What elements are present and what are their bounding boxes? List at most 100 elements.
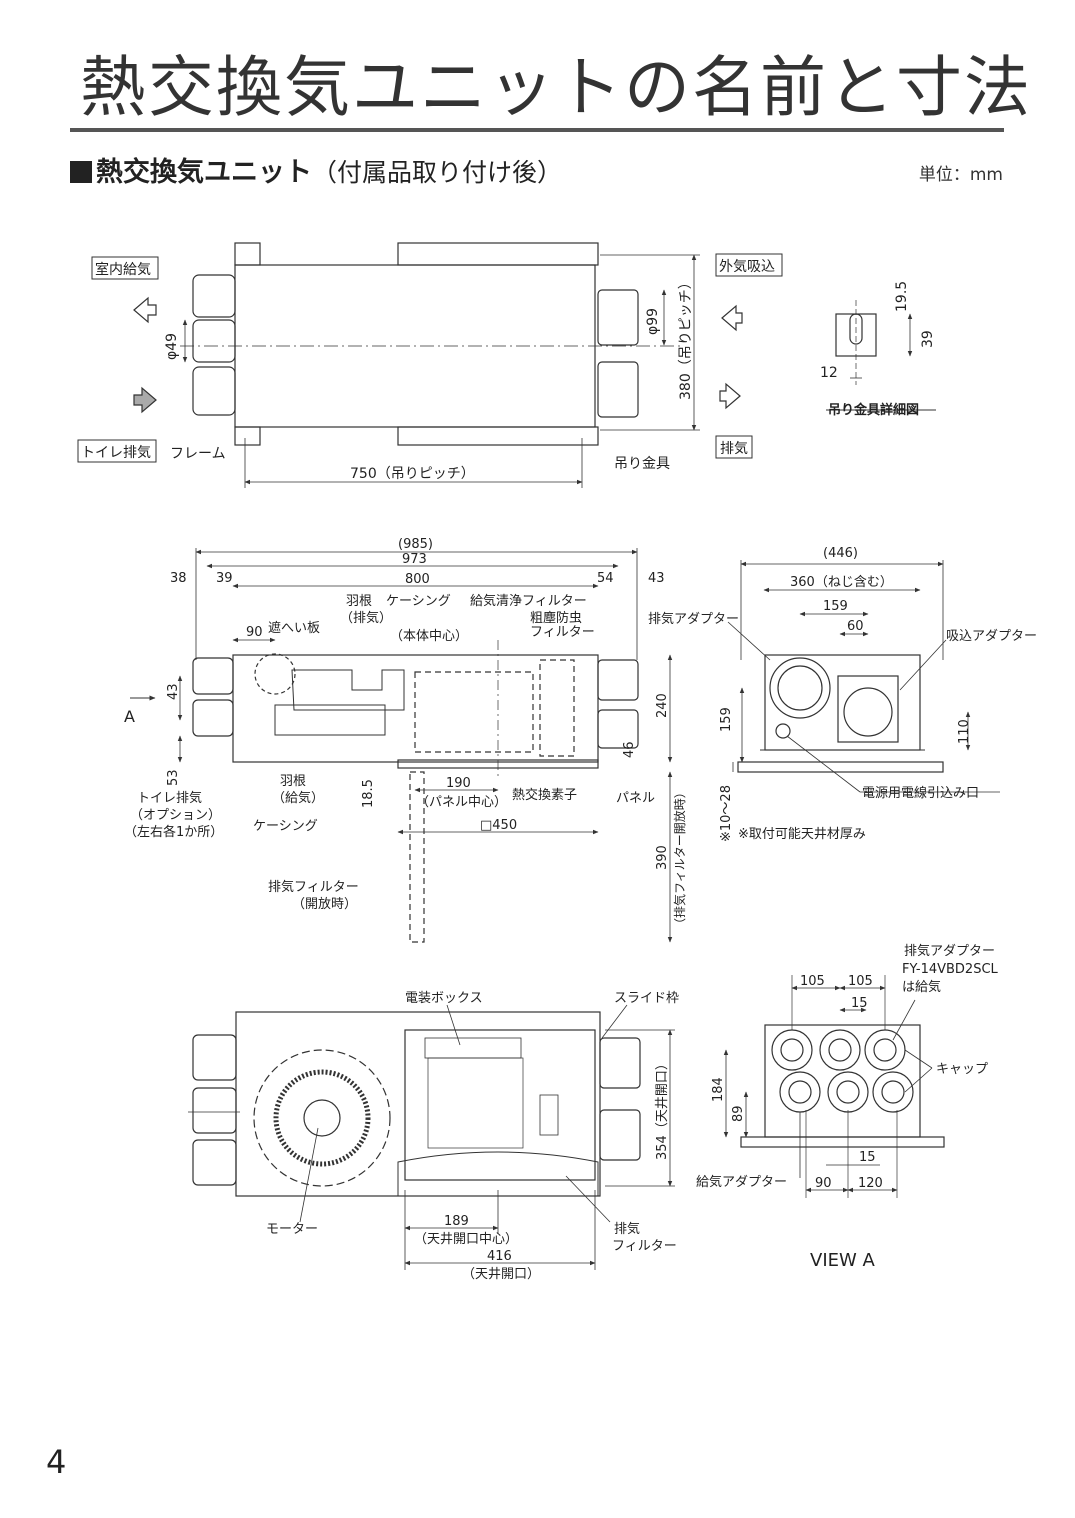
dim-90: 90	[815, 1176, 832, 1191]
electrical-box	[424, 1037, 522, 1059]
end-ceiling-plate	[737, 761, 944, 773]
dim-43: 43	[166, 683, 181, 700]
label-body-center: （本体中心）	[390, 629, 468, 644]
bottom-duct-2	[192, 1087, 237, 1134]
arrow-left-indoor-icon	[133, 296, 157, 324]
end-exhaust-adapter	[769, 657, 831, 719]
filter-outline	[539, 659, 575, 757]
dim-189: 189	[444, 1214, 469, 1229]
arrow-left-outdoor-icon	[721, 304, 743, 332]
side-duct-2	[192, 699, 234, 737]
dim-450: □450	[480, 818, 517, 833]
dim-105-b: 105	[848, 974, 873, 989]
dim-354: 354（天井開口）	[655, 1057, 670, 1160]
label-fan-exhaust-sub: （排気）	[340, 610, 392, 626]
label-exhaust-filter-1: 排気フィルター	[268, 879, 359, 895]
slide-frame	[404, 1029, 596, 1181]
view-a-ceiling-plate	[740, 1136, 945, 1148]
top-bracket-lower	[397, 426, 599, 446]
arrow-right-exhaust-icon	[719, 382, 741, 410]
dim-89: 89	[731, 1105, 746, 1122]
top-duct-right-1	[597, 289, 639, 346]
detail-caption: 吊り金具詳細図	[828, 402, 919, 418]
tag-exhaust: 排気	[720, 441, 748, 457]
dim-phi99: φ99	[645, 308, 661, 335]
tag-outdoor-intake: 外気吸込	[719, 259, 775, 275]
view-a-labels: 排気アダプター FY-14VBD2SCL は給気 105 105 15 キャップ…	[696, 943, 999, 1271]
label-slide-frame: スライド枠	[614, 991, 679, 1006]
bottom-view	[188, 1004, 675, 1270]
label-exhaust-adapter: 排気アダプター	[648, 611, 739, 627]
side-view-labels: (985) 973 800 38 39 54 43 90 43 53 240 4…	[124, 537, 687, 930]
fan-housing	[253, 1049, 391, 1187]
dim-ceiling: ※10～28	[719, 785, 734, 842]
top-duct-left-1	[192, 274, 236, 318]
power-inlet-icon	[775, 723, 791, 739]
bottom-filter-handle	[539, 1094, 559, 1136]
label-exhaust-filter-1: 排気	[614, 1221, 640, 1237]
adapter-note-2: FY-14VBD2SCL	[902, 962, 999, 977]
top-duct-left-3	[192, 366, 236, 416]
end-intake-box	[837, 675, 899, 743]
unit-label: 単位：mm	[918, 165, 1003, 185]
view-a-port-1-inner	[780, 1038, 804, 1062]
tag-exhaust-box	[715, 435, 753, 459]
adapter-note-1: 排気アダプター	[904, 943, 995, 959]
label-heat-element: 熱交換素子	[512, 787, 577, 803]
dim-446: (446)	[823, 546, 858, 561]
tag-toilet-exhaust: トイレ排気	[81, 445, 151, 461]
label-shield: 遮へい板	[268, 620, 320, 636]
label-hanger: 吊り金具	[614, 456, 670, 472]
dim-360: 360（ねじ含む）	[790, 574, 893, 590]
label-ceiling-opening: （天井開口）	[462, 1267, 540, 1282]
dim-159-side: 159	[719, 707, 734, 732]
label-ceiling-center: （天井開口中心）	[414, 1232, 518, 1247]
label-coarse-filter-2: フィルター	[530, 625, 595, 640]
bottom-body	[235, 1011, 601, 1197]
dim-184: 184	[711, 1077, 726, 1102]
dim-60: 60	[847, 619, 864, 634]
top-hanger-left-upper	[234, 242, 261, 266]
dim-39: 39	[216, 571, 233, 586]
view-a-port-2	[819, 1029, 861, 1071]
label-supply-adapter: 給気アダプター	[696, 1174, 787, 1190]
dim-750: 750（吊りピッチ）	[350, 466, 475, 482]
dim-110: 110	[957, 719, 972, 744]
dim-54: 54	[597, 571, 614, 586]
view-a-port-6-inner	[881, 1080, 905, 1104]
side-duct-1	[192, 657, 234, 695]
dim-973: 973	[402, 552, 427, 567]
detail-19-5: 19.5	[894, 281, 910, 312]
dim-15-bottom: 15	[859, 1150, 876, 1165]
top-bracket-upper	[397, 242, 599, 266]
label-exhaust-filter-2: フィルター	[612, 1239, 677, 1254]
page-number: 4	[46, 1443, 67, 1481]
label-casing-top: ケーシング	[386, 594, 451, 609]
label-frame: フレーム	[170, 446, 226, 462]
label-exhaust-filter-2: （開放時）	[292, 897, 357, 912]
dim-105-a: 105	[800, 974, 825, 989]
bottom-duct-3	[192, 1139, 237, 1186]
panel-center: （パネル中心）	[416, 795, 507, 810]
section-subtitle: （付属品取り付け後）	[312, 158, 563, 187]
top-hanger-left-lower	[234, 426, 261, 446]
bottom-view-labels: 電装ボックス スライド枠 354（天井開口） モーター 189 （天井開口中心）…	[266, 991, 679, 1282]
fan-exhaust-outline	[291, 669, 405, 711]
exhaust-filter-cover	[397, 1151, 599, 1197]
detail-12: 12	[820, 365, 838, 381]
motor-hub	[303, 1099, 341, 1137]
dim-190: 190	[446, 776, 471, 791]
label-toilet-1: トイレ排気	[137, 790, 202, 806]
title-rule	[70, 128, 1004, 132]
dim-390: 390	[655, 845, 670, 870]
bottom-duct-4	[599, 1037, 641, 1089]
label-fan-exhaust: 羽根	[346, 594, 372, 609]
dim-15-top: 15	[851, 996, 868, 1011]
label-a: A	[124, 707, 135, 726]
square-bullet-icon	[70, 161, 92, 183]
tag-indoor-supply-box	[91, 256, 159, 280]
label-coarse-filter-1: 粗塵防虫	[530, 610, 582, 626]
label-toilet-2: （オプション）	[130, 808, 221, 823]
dim-120: 120	[858, 1176, 883, 1191]
